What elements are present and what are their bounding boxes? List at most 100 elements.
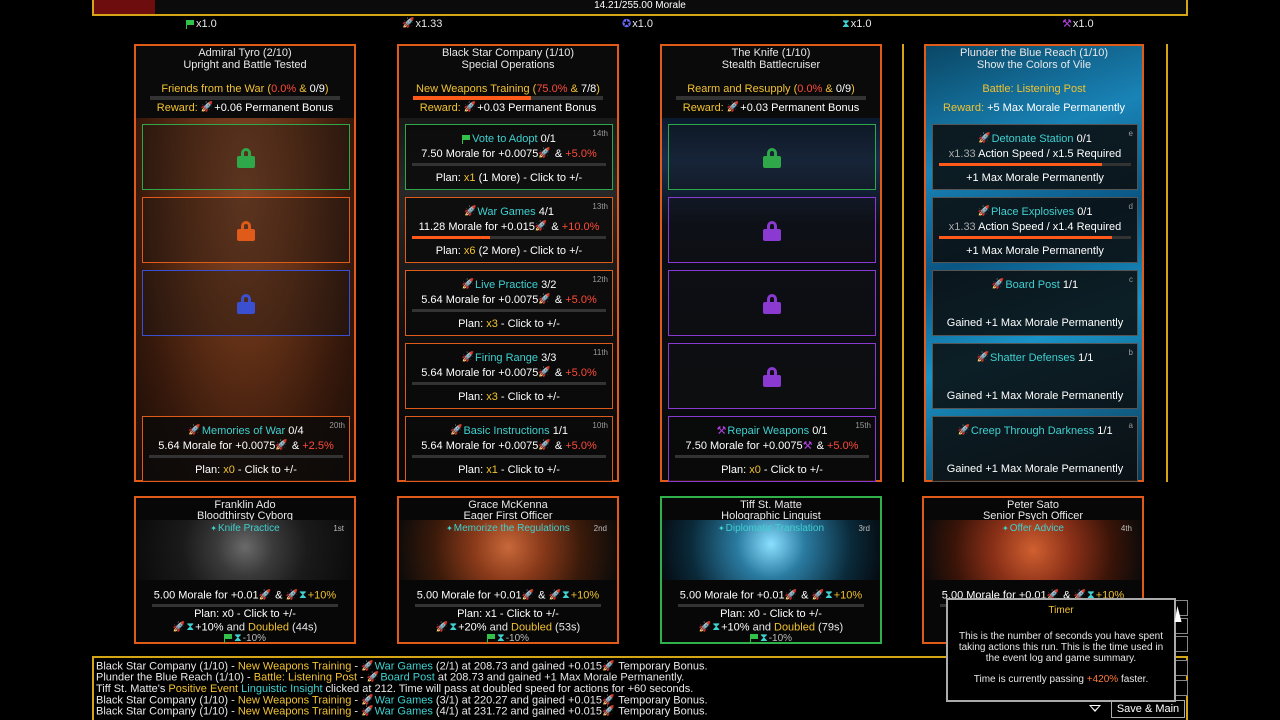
goal-name: Friends from the War bbox=[161, 83, 265, 95]
bonus-and: and bbox=[226, 621, 245, 634]
slot-order: 13th bbox=[592, 202, 608, 211]
column-subtitle: Special Operations bbox=[461, 59, 555, 71]
hammer-icon: ⚒ bbox=[716, 425, 727, 438]
slot-cost: x1.33 Action Speed / x1.5 Required bbox=[933, 148, 1137, 160]
log-segment: New Weapons Training bbox=[237, 705, 352, 718]
slot-name: 🚀Basic Instructions 1/1 bbox=[406, 425, 612, 437]
slot-plan[interactable]: Plan: x0 - Click to +/- bbox=[143, 464, 349, 476]
crew-skill[interactable]: ✦Offer Advice bbox=[924, 523, 1142, 534]
slot-plan[interactable]: Plan: x3 - Click to +/- bbox=[406, 318, 612, 330]
slot-count: 1/1 bbox=[552, 425, 568, 437]
slot-order: 11th bbox=[593, 348, 608, 357]
skill-name: Diplomatic Translation bbox=[725, 523, 825, 535]
rocket-icon: 🚀 bbox=[601, 694, 615, 706]
rocket-icon: 🚀 bbox=[366, 672, 380, 684]
crew-plan[interactable]: Plan: x0 - Click to +/- bbox=[720, 608, 822, 620]
goal-percent: 0.0% bbox=[797, 83, 823, 95]
crew-plan[interactable]: Plan: x1 - Click to +/- bbox=[457, 608, 559, 620]
goal-count: 7/8 bbox=[580, 83, 597, 95]
log-segment: Plunder the Blue Reach (1/10) - bbox=[96, 671, 254, 684]
lock-icon bbox=[763, 221, 781, 241]
slot-name: 🚀Firing Range 3/3 bbox=[406, 352, 612, 364]
rocket-icon: 🚀 bbox=[538, 440, 551, 452]
rocket-icon: 🚀 bbox=[978, 133, 991, 145]
slot-progress-bar bbox=[412, 309, 606, 313]
column-goal[interactable]: Friends from the War (0.0% & 0/9) bbox=[161, 83, 329, 95]
slot-name: Vote to Adopt 0/1 bbox=[406, 133, 612, 145]
slot-count: 0/1 bbox=[1076, 133, 1092, 145]
column-goal[interactable]: New Weapons Training (75.0% & 7/8) bbox=[416, 83, 600, 95]
skill-icon: ✦ bbox=[210, 524, 217, 533]
slot-name: 🚀Place Explosives 0/1 bbox=[933, 206, 1137, 218]
cost-percent: +5.0% bbox=[565, 294, 597, 307]
column-goal[interactable]: Rearm and Resupply (0.0% & 0/9) bbox=[687, 83, 855, 95]
log-segment: Positive Event bbox=[168, 682, 239, 695]
crew-penalty-line: ⧗-10% bbox=[662, 633, 880, 644]
cost-text: Action Speed / x1.4 Required bbox=[978, 221, 1122, 234]
crew-skill[interactable]: ✦Knife Practice bbox=[136, 523, 354, 534]
rocket-icon: 🚀 bbox=[548, 590, 562, 601]
plan-rest: - Click to +/- bbox=[237, 464, 297, 477]
reward-text: +0.03 Permanent Bonus bbox=[477, 102, 597, 114]
cost-prefix: x1.33 bbox=[948, 221, 976, 234]
rocket-icon: 🚀 bbox=[784, 590, 798, 601]
rocket-icon: 🚀 bbox=[976, 352, 990, 364]
slot-order: 15th bbox=[855, 421, 871, 430]
slot-plan[interactable]: Plan: x6 (2 More) - Click to +/- bbox=[406, 245, 612, 257]
slot-order: 14th bbox=[592, 129, 608, 138]
rocket-icon: 🚀 bbox=[601, 661, 615, 672]
log-segment: Battle: Listening Post bbox=[253, 671, 358, 684]
column-goal[interactable]: Battle: Listening Post bbox=[926, 83, 1142, 95]
cost-percent: +10.0% bbox=[561, 221, 600, 234]
hammer-icon: ⚒ bbox=[802, 440, 813, 453]
cost-percent: +5.0% bbox=[826, 440, 859, 453]
log-segment: Linguistic Insight bbox=[241, 682, 323, 695]
skill-name: Knife Practice bbox=[218, 523, 280, 535]
hourglass-icon: ⧗ bbox=[1087, 589, 1095, 601]
slot-plan[interactable]: Plan: x0 - Click to +/- bbox=[669, 464, 875, 476]
goal-count: 0/9 bbox=[835, 83, 852, 95]
slot-progress-fill bbox=[412, 236, 490, 240]
slot-plan[interactable]: Plan: x1 - Click to +/- bbox=[406, 464, 612, 476]
rocket-icon: 🚀 bbox=[463, 102, 477, 114]
goal-percent: 0.0% bbox=[271, 83, 297, 95]
save-main-button[interactable]: Save & Main bbox=[1111, 700, 1185, 718]
flag-icon bbox=[462, 134, 471, 144]
timer-tooltip: Timer This is the number of seconds you … bbox=[946, 598, 1176, 702]
rocket-icon: 🚀 bbox=[461, 279, 475, 291]
log-segment: Black Star Company (1/10) - bbox=[96, 694, 238, 707]
slot-plan[interactable]: Plan: x3 - Click to +/- bbox=[406, 391, 612, 403]
slot-plan[interactable]: Plan: x1 (1 More) - Click to +/- bbox=[406, 172, 612, 184]
bonus-and: and bbox=[489, 621, 508, 634]
plan-value: x0 bbox=[749, 464, 761, 477]
crew-skill[interactable]: ✦Memorize the Regulations bbox=[399, 523, 617, 534]
crew-cost: 5.00 Morale for +0.01🚀 & 🚀⧗+10% bbox=[679, 589, 863, 602]
penalty-percent: -10% bbox=[505, 633, 530, 645]
column-divider-right bbox=[1166, 44, 1168, 482]
crew-plan[interactable]: Plan: x0 - Click to +/- bbox=[194, 608, 296, 620]
crew-skill[interactable]: ✦Diplomatic Translation bbox=[662, 523, 880, 534]
rocket-icon: 🚀 bbox=[275, 440, 288, 452]
rocket-icon: 🚀 bbox=[538, 148, 551, 160]
hourglass-icon: ⧗ bbox=[842, 18, 850, 31]
rocket-icon: 🚀 bbox=[957, 425, 970, 437]
slot-cost: 11.28 Morale for +0.015🚀 & +10.0% bbox=[418, 221, 600, 234]
log-expand-icon[interactable] bbox=[1088, 704, 1102, 714]
rocket-icon: 🚀 bbox=[258, 590, 272, 601]
slot-progress-bar bbox=[939, 163, 1131, 167]
